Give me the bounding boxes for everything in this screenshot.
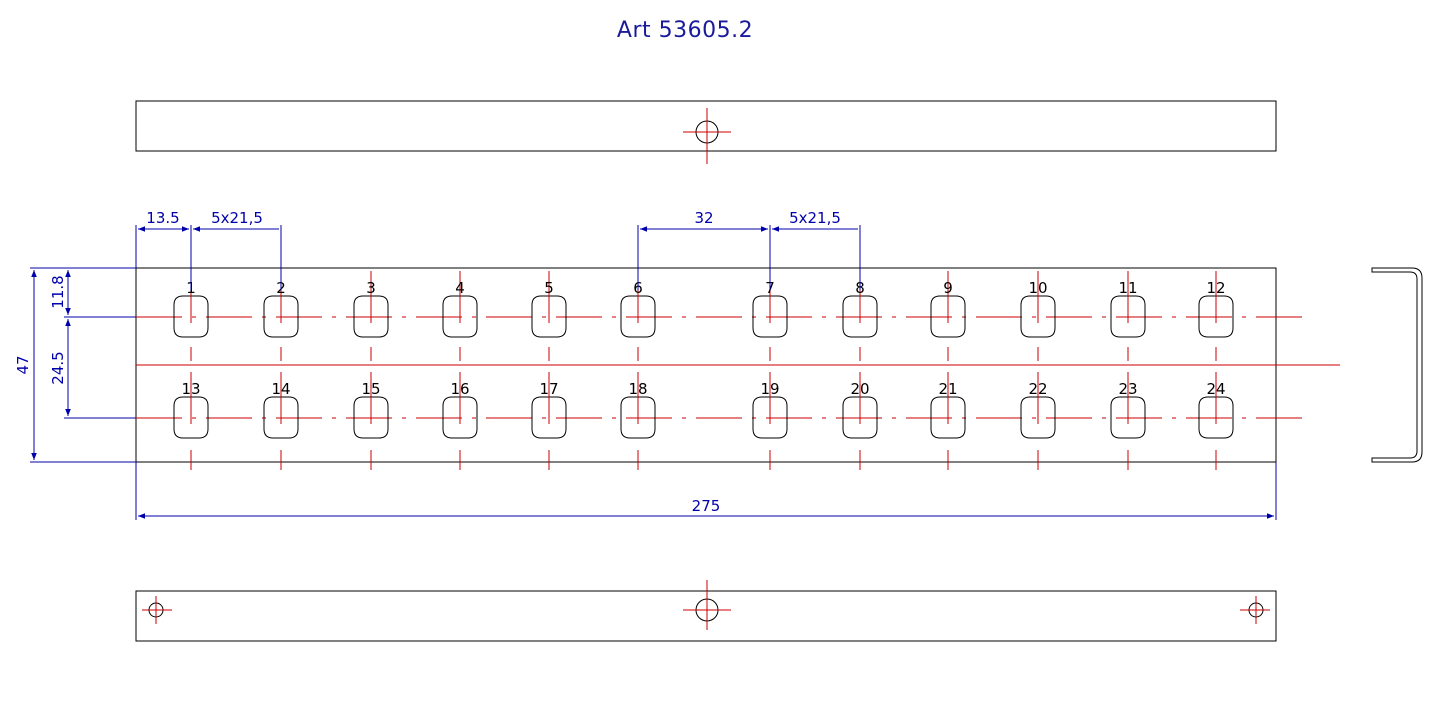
hole-15: 15 <box>353 372 389 470</box>
hole-label-16: 16 <box>450 380 469 398</box>
dim-pitch-left: 5x21,5 <box>211 209 263 227</box>
hole-label-11: 11 <box>1118 279 1137 297</box>
hole-label-14: 14 <box>271 380 290 398</box>
hole-10: 10 <box>1020 271 1056 361</box>
hole-21: 21 <box>930 372 966 470</box>
dim-top-offset: 11.8 <box>49 275 67 308</box>
hole-3: 3 <box>353 271 389 361</box>
top-view-outline <box>135 100 1277 152</box>
dimensions: 13.5 5x21,5 32 5x21,5 47 11.8 24.5 275 <box>14 209 1277 520</box>
hole-label-15: 15 <box>361 380 380 398</box>
dim-total-height: 47 <box>14 355 32 374</box>
bottom-view <box>135 580 1277 642</box>
drawing-title: Art 53605.2 <box>616 18 754 43</box>
hole-5: 5 <box>531 271 567 361</box>
hole-11: 11 <box>1110 271 1146 361</box>
dim-gap-middle: 32 <box>694 209 713 227</box>
dim-pitch-right: 5x21,5 <box>789 209 841 227</box>
hole-13: 13 <box>173 372 209 470</box>
hole-22: 22 <box>1020 372 1056 470</box>
hole-row-bottom: 13 14 15 16 17 18 19 20 21 22 23 24 <box>173 372 1234 470</box>
bottom-view-outline <box>135 590 1277 642</box>
hole-20: 20 <box>842 372 878 470</box>
hole-label-21: 21 <box>938 380 957 398</box>
hole-label-10: 10 <box>1028 279 1047 297</box>
hole-label-13: 13 <box>181 380 200 398</box>
hole-label-3: 3 <box>366 279 376 297</box>
side-bracket <box>1371 267 1423 463</box>
hole-4: 4 <box>442 271 478 361</box>
hole-label-24: 24 <box>1206 380 1225 398</box>
hole-label-18: 18 <box>628 380 647 398</box>
hole-label-22: 22 <box>1028 380 1047 398</box>
dim-total-width: 275 <box>692 497 721 515</box>
hole-18: 18 <box>620 372 656 470</box>
hole-17: 17 <box>531 372 567 470</box>
hole-23: 23 <box>1110 372 1146 470</box>
dim-edge-offset: 13.5 <box>146 209 179 227</box>
hole-12: 12 <box>1198 271 1234 361</box>
hole-9: 9 <box>930 271 966 361</box>
hole-14: 14 <box>263 372 299 470</box>
top-view <box>135 100 1277 164</box>
hole-16: 16 <box>442 372 478 470</box>
hole-label-5: 5 <box>544 279 554 297</box>
hole-label-23: 23 <box>1118 380 1137 398</box>
hole-label-9: 9 <box>943 279 953 297</box>
hole-24: 24 <box>1198 372 1234 470</box>
hole-19: 19 <box>752 372 788 470</box>
hole-label-12: 12 <box>1206 279 1225 297</box>
hole-label-17: 17 <box>539 380 558 398</box>
dim-row-spacing: 24.5 <box>49 351 67 384</box>
hole-label-19: 19 <box>760 380 779 398</box>
hole-label-4: 4 <box>455 279 465 297</box>
hole-label-20: 20 <box>850 380 869 398</box>
